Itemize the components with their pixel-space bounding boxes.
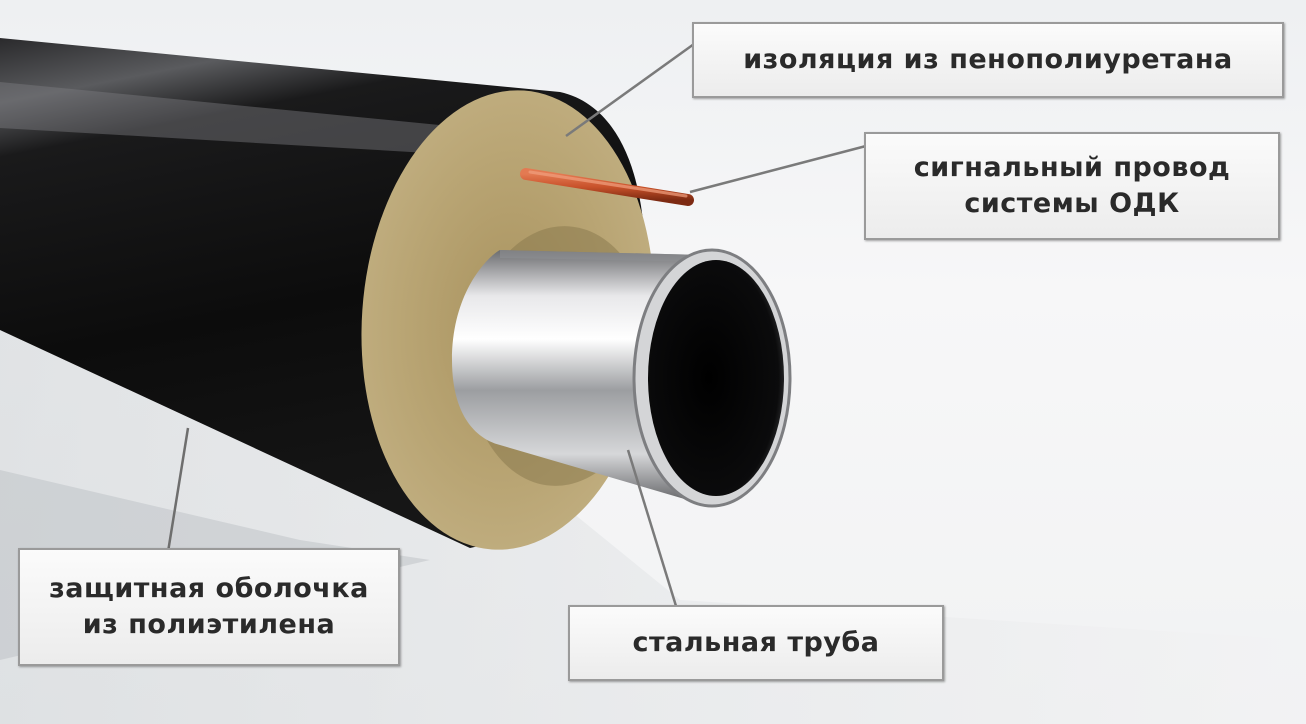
signal-wire-highlight	[528, 170, 688, 198]
label-insulation: изоляция из пенополиуретана	[692, 22, 1284, 98]
steel-pipe-bore	[648, 260, 784, 496]
leader-line-wire	[689, 144, 867, 194]
steel-pipe-top	[500, 250, 705, 262]
leader-line-sheath	[166, 427, 190, 553]
label-signal-wire: сигнальный провод системы ОДК	[864, 132, 1280, 240]
leader-line-steel	[626, 449, 678, 607]
label-protective-sheath: защитная оболочка из полиэтилена	[18, 548, 400, 666]
sheath-highlight	[0, 82, 548, 160]
signal-wire	[520, 168, 694, 206]
steel-pipe-body	[452, 250, 705, 505]
leader-line-insulation	[565, 42, 695, 138]
label-steel-pipe: стальная труба	[568, 605, 944, 681]
